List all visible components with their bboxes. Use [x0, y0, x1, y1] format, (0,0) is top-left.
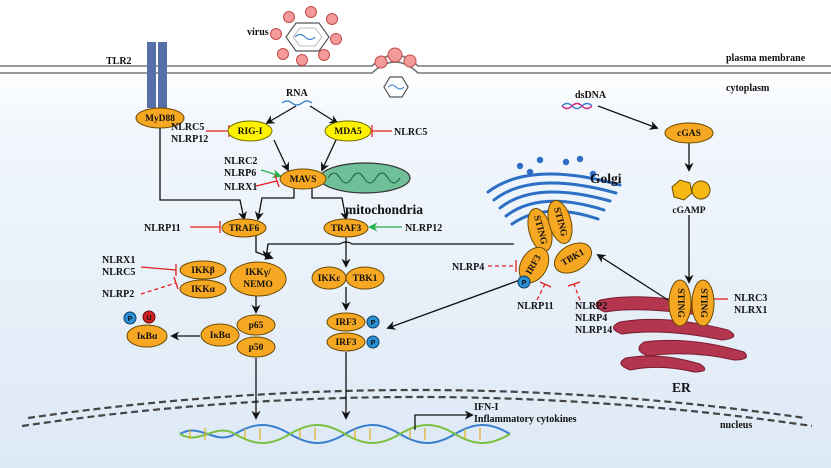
sting-er-label-1: STING	[675, 288, 685, 318]
inflammatory-cytokines-label: Inflammatory cytokines	[474, 414, 577, 425]
golgi-label: Golgi	[590, 171, 622, 186]
membrane-virus	[374, 47, 417, 98]
p65-label: p65	[249, 321, 264, 331]
cytoplasm-label: cytoplasm	[726, 83, 770, 94]
svg-text:RIG-I: RIG-I	[238, 127, 263, 137]
reg-nlrp11-traf6: NLRP11	[144, 223, 181, 234]
reg-nlrc2-mavs: NLRC2	[224, 156, 257, 167]
ikke-tbk1-complex: IKKε TBK1	[311, 266, 385, 290]
golgi-sting-complex: STING STING IRF3 TBK1 P	[517, 200, 592, 289]
tlr2-receptor	[147, 42, 167, 108]
irf3-a-label: IRF3	[335, 318, 356, 328]
p50-label: p50	[249, 343, 264, 353]
nemo-label: NEMO	[243, 280, 273, 290]
traf3-node: TRAF3	[323, 218, 369, 238]
irf3-dimer: IRF3 IRF3 P P	[326, 312, 380, 352]
tbk1-label: TBK1	[353, 274, 378, 284]
dsdna-strand	[561, 102, 593, 110]
traf6-node: TRAF6	[221, 218, 267, 238]
ikke-label: IKKε	[318, 274, 341, 284]
ifn-label: IFN-I	[474, 402, 499, 413]
svg-text:cGAS: cGAS	[677, 129, 701, 139]
svg-text:cGAMP: cGAMP	[672, 206, 705, 216]
virus-particle	[270, 6, 342, 66]
svg-text:P: P	[522, 280, 527, 287]
er-label: ER	[672, 380, 691, 395]
svg-text:P: P	[371, 340, 376, 347]
reg-nlrp12-rig: NLRP12	[171, 134, 208, 145]
cgas-node: cGAS	[664, 122, 714, 144]
reg-nlrx1-sting: NLRX1	[734, 305, 767, 316]
reg-nlrc5-rig: NLRC5	[171, 122, 204, 133]
reg-nlrp6-mavs: NLRP6	[224, 168, 256, 179]
rna-strand	[281, 100, 313, 106]
nucleus-label: nucleus	[720, 420, 752, 431]
transcription-arrow	[414, 410, 474, 430]
nuclear-dna-helix	[179, 424, 511, 444]
ikkg-label: IKKγ/	[245, 268, 271, 278]
svg-text:TRAF3: TRAF3	[331, 224, 362, 234]
free-ikba: IκBα P U	[123, 310, 168, 348]
activation-arrows	[159, 105, 694, 420]
inhibition-bars	[173, 260, 581, 290]
reg-nlrc5-mda5: NLRC5	[394, 127, 427, 138]
svg-text:TRAF6: TRAF6	[229, 224, 260, 234]
svg-text:P: P	[371, 320, 376, 327]
svg-text:MAVS: MAVS	[290, 175, 317, 185]
reg-nlrc3-sting: NLRC3	[734, 293, 767, 304]
svg-text:MyD88: MyD88	[145, 114, 175, 124]
positive-regulation-arrows	[260, 169, 402, 232]
reg-nlrc5-ikk: NLRC5	[102, 267, 135, 278]
ikk-complex: IKKβ IKKα IKKγ/ NEMO	[179, 260, 287, 299]
myd88-node: MyD88	[135, 107, 185, 129]
plasma-membrane-label: plasma membrane	[726, 53, 806, 64]
nfkb-complex: IκBα p65 p50	[200, 314, 276, 358]
reg-nlrp14-tbk1: NLRP14	[575, 325, 612, 336]
reg-nlrp4-irf3: NLRP4	[452, 262, 484, 273]
svg-text:MDA5: MDA5	[334, 127, 362, 137]
virus-label: virus	[247, 27, 269, 38]
dashed-inhibition-lines	[140, 265, 581, 301]
nuclear-membrane	[21, 388, 813, 428]
phospho-label: P	[128, 316, 133, 323]
reg-nlrp12-traf3: NLRP12	[405, 223, 442, 234]
regulator-labels: NLRC5 NLRP12 NLRC5 NLRC2 NLRP6 NLRX1 NLR…	[102, 122, 767, 336]
cgamp-molecule: cGAMP	[671, 179, 711, 216]
ikkb-label: IKKβ	[191, 266, 214, 276]
reg-nlrp2-tbk1: NLRP2	[575, 301, 607, 312]
er-sting-dimer: STING STING	[668, 279, 715, 327]
reg-nlrp4-tbk1: NLRP4	[575, 313, 607, 324]
mitochondria-label: mitochondria	[345, 202, 423, 217]
ubiquitin-label: U	[146, 315, 151, 322]
irf3-b-label: IRF3	[335, 338, 356, 348]
inhibition-lines	[140, 125, 728, 305]
dsdna-label: dsDNA	[575, 90, 607, 101]
mavs-node: MAVS	[279, 168, 327, 190]
mitochondria-organelle	[319, 162, 411, 194]
reg-nlrp11-tbk1: NLRP11	[517, 301, 554, 312]
ikka-label: IKKα	[191, 285, 215, 295]
rna-label: RNA	[286, 88, 308, 99]
ikba-bound-label: IκBα	[210, 331, 231, 341]
tlr2-label: TLR2	[106, 56, 132, 67]
mda5-node: MDA5	[324, 120, 372, 142]
reg-nlrp2-ikk: NLRP2	[102, 289, 134, 300]
reg-nlrx1-ikk: NLRX1	[102, 255, 135, 266]
svg-text:IκBα: IκBα	[137, 332, 158, 342]
rig-i-node: RIG-I	[227, 120, 273, 142]
sting-er-label-2: STING	[698, 288, 708, 318]
reg-nlrx1-mavs: NLRX1	[224, 182, 257, 193]
